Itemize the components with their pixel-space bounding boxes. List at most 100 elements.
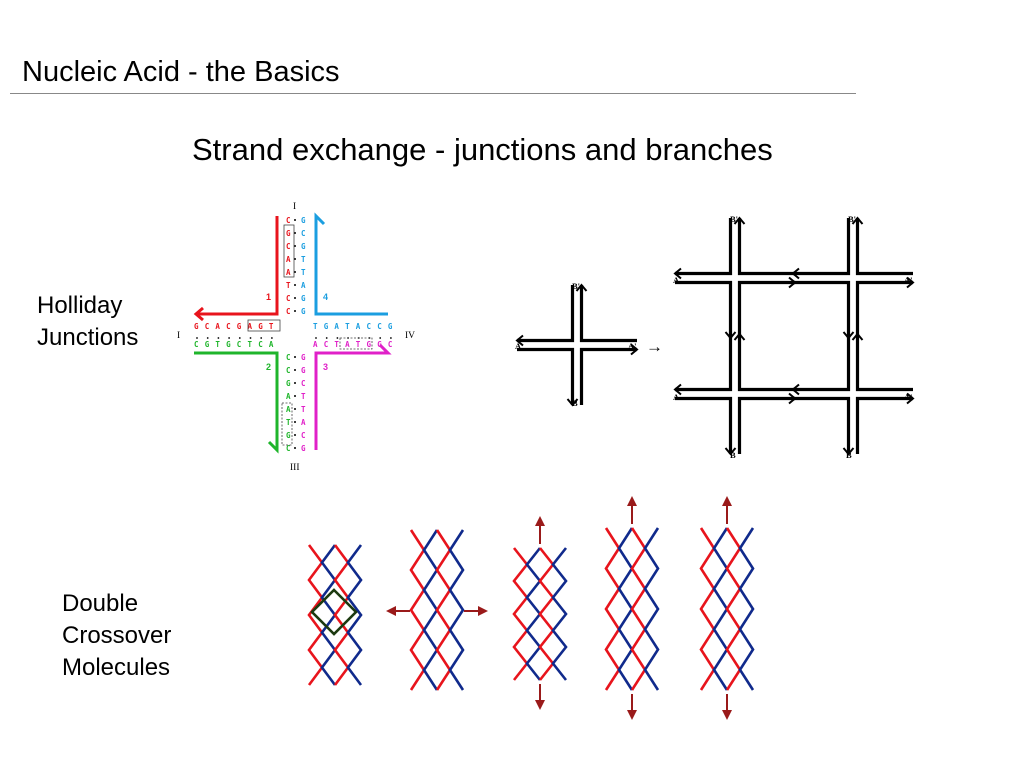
arm-label-i: I [293,202,296,212]
single-junction-arrowhead [515,334,524,347]
page-title: Nucleic Acid - the Basics [22,56,340,88]
transform-arrow-icon: → [646,337,663,356]
base-pair-dot [294,382,296,384]
lattice-junction-2-strand-ul [793,218,851,276]
lattice-junction-1-strand-lr [737,280,795,338]
lattice-junction-2-arrowhead [791,267,800,280]
dx-3-red-left [512,547,529,681]
lattice-junction-2-arrowhead [906,276,915,289]
magenta-horizontal-base: G [377,340,382,349]
dx-2-blue-right [448,529,465,691]
base-pair-dot [294,408,296,410]
dx-3-blue-left [525,547,542,681]
dx-1-blue-right [346,544,363,686]
single-label-right: A' [628,341,637,351]
green-vertical-base: G [286,379,291,388]
dx-4-down-arrowhead [627,710,637,720]
blue-horizontal-base: T [313,322,318,331]
dx-4-red-left [604,527,621,691]
green-vertical-base: C [286,444,291,453]
arm-label-iii: III [290,463,300,473]
blue-horizontal-base: C [367,322,372,331]
grid-label-top-right: B' [848,214,856,224]
lattice-junction-3-strand-lr [737,396,795,454]
red-horizontal-base: G [237,322,242,331]
base-pair-dot [379,337,382,339]
base-pair-dot [294,284,296,286]
red-vertical-base: A [286,255,291,264]
magenta-vertical-base: G [301,366,306,375]
dx-1-red-left [307,544,324,686]
single-junction [515,283,639,407]
dx-5-down-arrowhead [722,710,732,720]
blue-horizontal-base: A [356,322,361,331]
base-pair-dot [196,337,198,339]
dx-4-blue-left [617,527,634,691]
base-pair-dot [294,421,296,423]
magenta-vertical-base: T [301,392,306,401]
strand-number-1: 1 [266,292,271,302]
red-vertical-base: A [286,268,291,277]
magenta-vertical-base: C [301,379,306,388]
dx-4-blue-right [643,527,660,691]
sequence-box-bottom [281,402,293,446]
strand-2-green [194,351,279,454]
single-junction-strand-ur [579,285,637,343]
green-horizontal-base: T [248,340,253,349]
dx-label-line-3: Molecules [62,654,171,681]
blue-vertical-base: G [301,216,306,225]
base-pair-dot [228,337,231,339]
lattice-junction-4-strand-lr [855,396,913,454]
red-horizontal-base: C [226,322,231,331]
lattice-junction-3-arrowhead [733,332,746,341]
lattice-junction-1-strand-ul [675,218,733,276]
holliday-label-line-1: Holliday [37,292,123,319]
green-vertical-base: A [286,405,291,414]
green-horizontal-base: C [194,340,199,349]
single-label-bottom: B [572,398,578,408]
dx-2-red-right [435,529,452,691]
base-pair-dot [206,337,209,339]
grid-label-bottom-left: B [730,450,736,460]
magenta-vertical-base: G [301,353,306,362]
blue-vertical-base: T [301,255,306,264]
red-horizontal-base: T [269,322,274,331]
dx-1-crossover-diamond [310,588,358,636]
arm-label-i-left: I [177,331,180,341]
green-vertical-base: C [286,366,291,375]
base-pair-dot [294,245,296,247]
base-pair-dot [336,337,339,339]
dx-4-up-arrowhead [627,496,637,506]
green-vertical-base: T [286,418,291,427]
red-vertical-base: C [286,307,291,316]
title-divider [10,93,856,94]
magenta-horizontal-base: A [313,340,318,349]
lattice-junction-4-arrowhead [791,383,800,396]
grid-label-left-lower: A [673,392,680,402]
magenta-vertical-base: C [301,431,306,440]
base-pair-dot [271,337,273,339]
lattice-junction-2-strand-lr [855,280,913,338]
dx-1-blue-left [320,544,337,686]
magenta-vertical-base: T [301,405,306,414]
green-vertical-base: A [286,392,291,401]
lattice-junction-3-strand-ll [675,396,733,454]
green-horizontal-base: C [237,340,242,349]
dx-2-left-arrowhead [386,606,396,616]
blue-vertical-base: G [301,294,306,303]
base-pair-dot [294,447,296,449]
lattice-junction-4-strand-ul [793,334,851,392]
dx-3-up-arrowhead [535,516,545,526]
dx-5-up-arrowhead [722,496,732,506]
holliday-junctions-label: Holliday Junctions [37,290,138,354]
red-vertical-base: C [286,294,291,303]
dx-3-down-arrowhead [535,700,545,710]
red-horizontal-base: G [194,322,199,331]
base-pair-dot [325,337,328,339]
single-junction-strand-lr [579,347,637,405]
single-junction-arrowhead [630,343,639,356]
base-pair-dot [294,297,296,299]
base-pair-dot [294,271,296,273]
